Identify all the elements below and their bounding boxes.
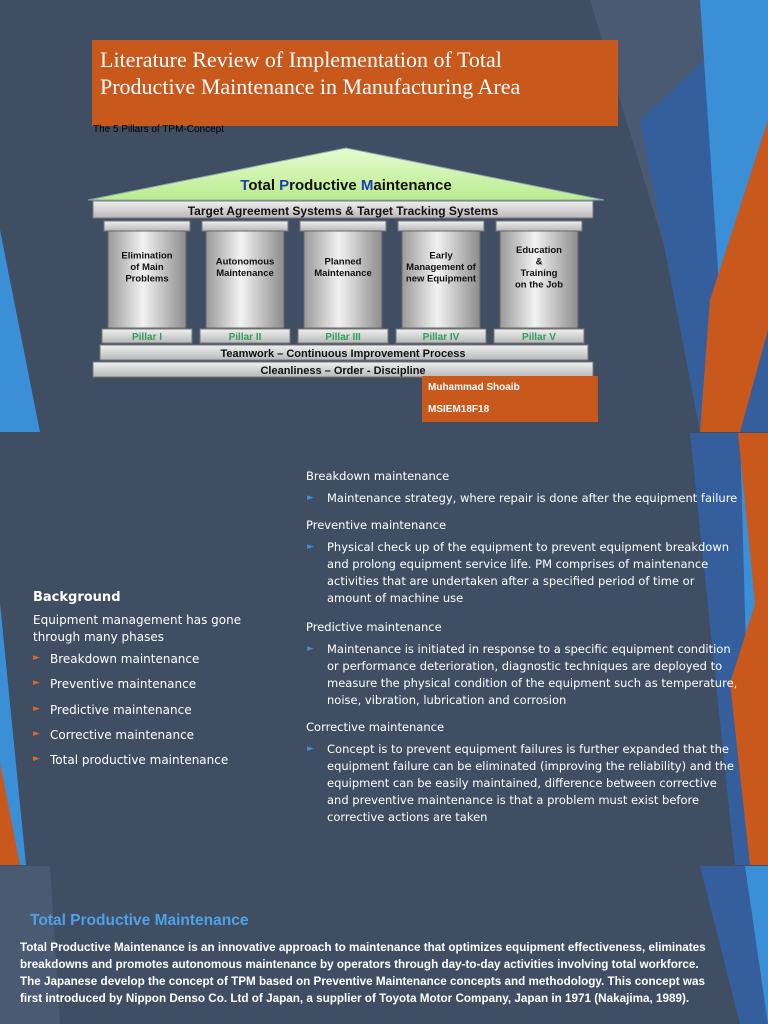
roof <box>87 147 605 201</box>
pillar-text: Maintenance <box>314 268 372 279</box>
pillar-base <box>395 328 487 344</box>
title-line-1: Literature Review of Implementation of T… <box>100 47 502 72</box>
def-breakdown: Breakdown maintenance ►Maintenance strat… <box>306 469 738 507</box>
pillar-column <box>107 230 187 329</box>
pillar-text: Autonomous <box>216 256 275 267</box>
list-item: ►Breakdown maintenance <box>33 652 200 666</box>
list-item: ►Total productive maintenance <box>33 753 229 768</box>
diagram-caption: The 5 Pillars of TPM-Concept <box>93 124 224 135</box>
list-item: ►Predictive maintenance <box>33 702 192 717</box>
triangle-right-icon: ► <box>33 703 40 714</box>
pillar-text: on the Job <box>515 279 563 290</box>
beam-text: Target Agreement Systems & Target Tracki… <box>188 204 499 218</box>
def-body: ►Physical check up of the equipment to p… <box>307 540 730 605</box>
triangle-right-icon: ► <box>33 728 40 739</box>
pillar-capital <box>299 220 387 232</box>
base-step-1 <box>99 344 589 361</box>
title-line-2: Productive Maintenance in Manufacturing … <box>100 74 521 99</box>
list-item: ►Corrective maintenance <box>33 727 195 742</box>
slide-title: Literature Review of Implementation of T… <box>0 0 768 432</box>
def-body: ►Maintenance strategy, where repair is d… <box>307 491 738 505</box>
pillar-label: Pillar IV <box>423 332 460 343</box>
pillar-capital <box>103 220 191 232</box>
background-heading: Background <box>33 590 121 605</box>
pillar-capital <box>495 220 583 232</box>
base-step-1-text: Teamwork – Continuous Improvement Proces… <box>221 348 466 360</box>
base-step-2-text: Cleanliness – Order - Discipline <box>260 365 425 377</box>
background-intro: Equipment management has gone through ma… <box>33 613 242 644</box>
pillar-text: Early <box>429 251 453 262</box>
list-item: ►Preventive maintenance <box>33 677 197 692</box>
def-preventive: Preventive maintenance ►Physical check u… <box>306 518 738 607</box>
author-id: MSIEM18F18 <box>428 404 490 415</box>
slide-title-box: Literature Review of Implementation of T… <box>92 40 618 126</box>
pillar-base <box>199 328 291 344</box>
slide-decoration <box>0 866 768 1024</box>
pillar-text: Problems <box>125 274 168 285</box>
tpm-title: Total Productive Maintenance <box>30 912 249 929</box>
pillar-label: Pillar II <box>229 332 262 343</box>
pillar-label: Pillar III <box>325 332 361 343</box>
def-body: ►Maintenance is initiated in response to… <box>307 642 738 707</box>
slide-background: Background Equipment management has gone… <box>0 433 768 865</box>
roof-title: Total Productive Maintenance <box>240 177 451 194</box>
triangle-right-icon: ► <box>33 754 40 765</box>
pillar-base <box>101 328 193 344</box>
triangle-right-icon: ► <box>307 542 314 552</box>
tpm-body: Total Productive Maintenance is an innov… <box>20 941 706 1005</box>
pillar-column <box>499 230 579 329</box>
pillar-base <box>493 328 585 344</box>
triangle-right-icon: ► <box>307 493 314 503</box>
pillar-text: of Main <box>130 262 163 273</box>
def-title: Preventive maintenance <box>306 518 447 532</box>
def-title: Corrective maintenance <box>306 720 445 734</box>
tpm-pillars-diagram: Total Productive Maintenance Target Agre… <box>87 147 605 378</box>
pillar-label: Pillar I <box>132 332 162 343</box>
pillar-text: Planned <box>325 256 362 267</box>
pillar-capital <box>397 220 485 232</box>
def-body: ►Concept is to prevent equipment failure… <box>307 742 734 824</box>
pillar-label: Pillar V <box>522 332 556 343</box>
triangle-right-icon: ► <box>307 744 314 754</box>
pillar-text: Elimination <box>121 251 172 262</box>
pillar-text: Management of <box>406 262 477 273</box>
pillar-base <box>297 328 389 344</box>
pillar-text: Training <box>521 268 558 279</box>
phases-list: ►Breakdown maintenance ►Preventive maint… <box>33 652 228 778</box>
def-predictive: Predictive maintenance ►Maintenance is i… <box>306 620 738 709</box>
pillar-text: & <box>536 256 543 267</box>
beam <box>92 200 594 219</box>
slide-decoration <box>0 0 768 432</box>
triangle-right-icon: ► <box>307 644 314 654</box>
pillar-text: new Equipment <box>406 274 477 285</box>
pillar-text: Maintenance <box>216 268 274 279</box>
author-name: Muhammad Shoaib <box>428 382 520 393</box>
author-box: Muhammad Shoaib MSIEM18F18 <box>422 376 598 422</box>
base-step-2 <box>92 361 594 378</box>
pillar-capital <box>201 220 289 232</box>
pillar-column <box>205 230 285 329</box>
pillar-text: Education <box>516 245 562 256</box>
triangle-right-icon: ► <box>33 678 40 689</box>
slide-decoration <box>0 433 768 865</box>
triangle-right-icon: ► <box>33 653 40 663</box>
def-title: Predictive maintenance <box>306 620 442 634</box>
slide-tpm: Total Productive Maintenance Total Produ… <box>0 866 768 1024</box>
def-corrective: Corrective maintenance ►Concept is to pr… <box>306 720 738 826</box>
pillar-column <box>303 230 383 329</box>
pillar-column <box>401 230 481 329</box>
def-title: Breakdown maintenance <box>306 469 450 483</box>
